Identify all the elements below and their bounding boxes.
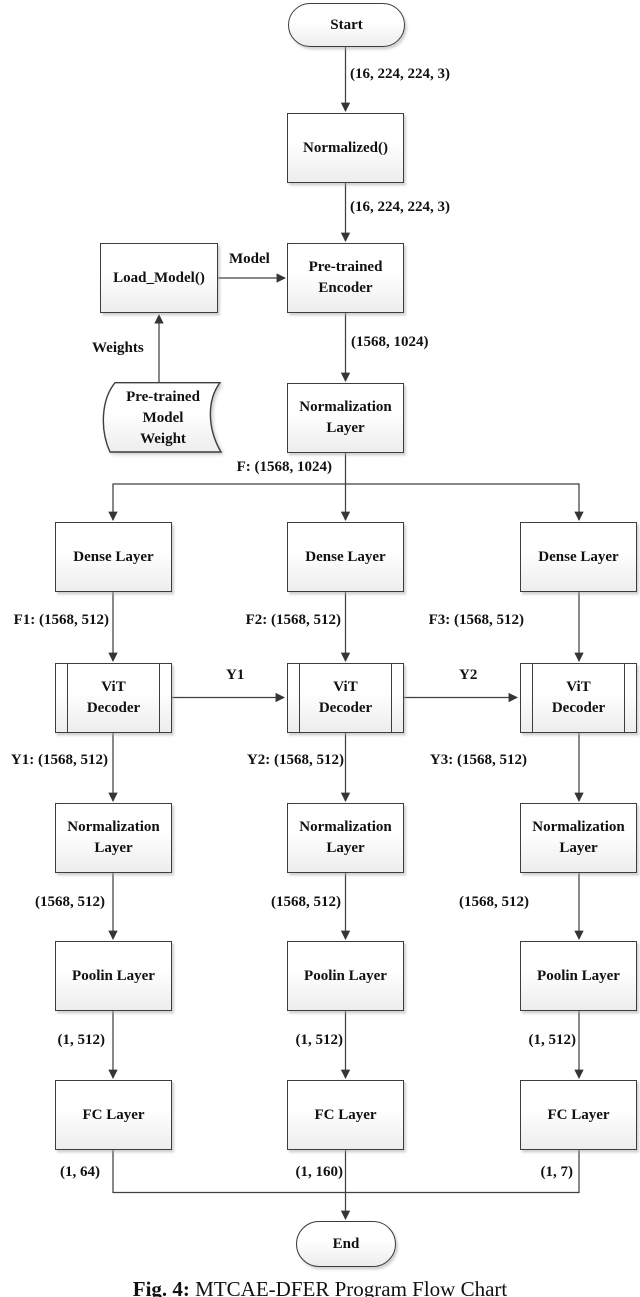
figure-caption-number: Fig. 4: xyxy=(132,1277,190,1297)
node-fc-layer-1: FC Layer xyxy=(55,1080,172,1150)
edge-label-norm-out-1: (1568, 512) xyxy=(35,894,105,910)
edge-label-y1-pass: Y1 xyxy=(226,667,245,683)
stored-data-shape xyxy=(102,382,223,453)
edge-label-y3: Y3: (1568, 512) xyxy=(429,752,527,768)
edge-label-f3: F3: (1568, 512) xyxy=(428,612,524,628)
figure-caption-title: MTCAE-DFER Program Flow Chart xyxy=(195,1277,508,1297)
edge-label-start-out: (16, 224, 224, 3) xyxy=(350,66,450,82)
node-load-model: Load_Model() xyxy=(100,243,218,313)
edge-label-f1: F1: (1568, 512) xyxy=(13,612,109,628)
node-dense-layer-2: Dense Layer xyxy=(287,522,404,592)
node-vit-decoder-3: ViT Decoder xyxy=(520,663,637,733)
node-dense-layer-1: Dense Layer xyxy=(55,522,172,592)
node-fc-layer-2: FC Layer xyxy=(287,1080,404,1150)
edge-label-pool-out-1: (1, 512) xyxy=(57,1032,106,1048)
edge-label-out-2: (1, 160) xyxy=(295,1164,344,1180)
node-pooling-layer-2: Poolin Layer xyxy=(287,941,404,1011)
edge-label-weights: Weights xyxy=(92,340,144,356)
edge-label-fanout: F: (1568, 1024) xyxy=(236,459,332,475)
node-normalization-layer-1: Normalization Layer xyxy=(55,803,172,873)
edge-label-model: Model xyxy=(229,251,270,267)
node-normalization-layer-2: Normalization Layer xyxy=(287,803,404,873)
node-normalization-layer-3: Normalization Layer xyxy=(520,803,637,873)
edge-label-pool-out-3: (1, 512) xyxy=(528,1032,577,1048)
node-start: Start xyxy=(288,3,405,47)
edge-label-encoder-out: (1568, 1024) xyxy=(351,334,429,350)
node-pretrained-encoder: Pre-trained Encoder xyxy=(287,243,404,313)
edge-label-norm-out-3: (1568, 512) xyxy=(459,894,529,910)
edge-label-out-1: (1, 64) xyxy=(60,1164,100,1180)
figure-caption: Fig. 4: MTCAE-DFER Program Flow Chart xyxy=(0,1277,640,1297)
node-normalization-layer-top: Normalization Layer xyxy=(287,383,404,453)
edge-label-y2-pass: Y2 xyxy=(459,667,478,683)
node-fc-layer-3: FC Layer xyxy=(520,1080,637,1150)
edge-label-out-3: (1, 7) xyxy=(540,1164,574,1180)
node-end: End xyxy=(296,1221,396,1267)
node-pooling-layer-3: Poolin Layer xyxy=(520,941,637,1011)
node-dense-layer-3: Dense Layer xyxy=(520,522,637,592)
edge-label-normalized-out: (16, 224, 224, 3) xyxy=(350,199,450,215)
node-pretrained-model-weight: Pre-trained Model Weight xyxy=(126,388,200,447)
edge-label-pool-out-2: (1, 512) xyxy=(295,1032,344,1048)
node-normalized: Normalized() xyxy=(287,113,404,183)
node-vit-decoder-1: ViT Decoder xyxy=(55,663,172,733)
edge-label-norm-out-2: (1568, 512) xyxy=(271,894,341,910)
edge-label-y1: Y1: (1568, 512) xyxy=(10,752,108,768)
edge-label-f2: F2: (1568, 512) xyxy=(245,612,341,628)
edge-label-y2: Y2: (1568, 512) xyxy=(246,752,344,768)
node-pooling-layer-1: Poolin Layer xyxy=(55,941,172,1011)
node-vit-decoder-2: ViT Decoder xyxy=(287,663,404,733)
